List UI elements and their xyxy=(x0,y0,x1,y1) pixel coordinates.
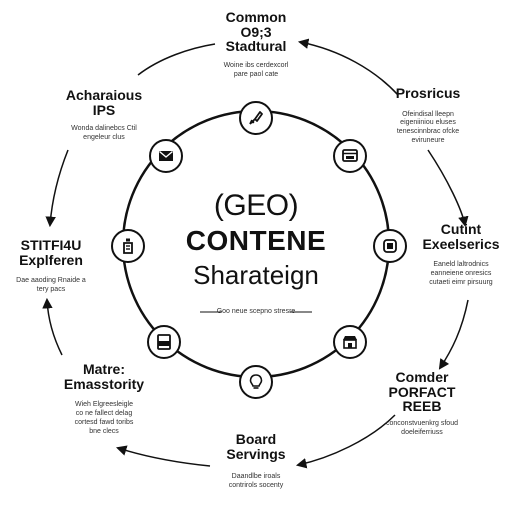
stage-title-line: Exeelserics xyxy=(422,235,500,252)
stage-desc-line: contrirols socenty xyxy=(228,482,284,490)
center-note: Goo neue scepno stresre xyxy=(216,308,296,315)
stage-title-line: IPS xyxy=(92,101,116,118)
stage-title-line: Matre: xyxy=(82,361,125,377)
stage-desc-line: bne clecs xyxy=(89,427,119,435)
stage-label: Acharaious IPS Wonda dalinebcs Ctil enge… xyxy=(46,88,162,143)
stage-desc-line: co ne fallect delag xyxy=(75,410,133,418)
lightbulb-icon xyxy=(239,365,273,399)
storefront-icon xyxy=(333,325,367,359)
stage-title-line: Explferen xyxy=(19,251,83,268)
stage-desc-line: Eaneld laltrodnics xyxy=(433,261,489,269)
stage-desc-line: eviruneure xyxy=(411,136,445,144)
stage-desc-line: cortesd fawd toribs xyxy=(74,418,134,426)
center-title: CONTENE xyxy=(185,225,327,256)
stage-title-line: Cutint xyxy=(440,221,482,237)
flow-arrow xyxy=(115,445,211,467)
stage-label: Common O9;3 Stadtural Woine ibs cerdexco… xyxy=(196,10,316,80)
stage-desc-line: Wonda dalinebcs Ctil xyxy=(71,125,137,133)
stage-desc-line: tery pacs xyxy=(36,286,66,294)
stage-title-line: Stadtural xyxy=(225,38,287,55)
flow-arrow xyxy=(295,414,396,469)
stage-title-line: Comder xyxy=(395,369,449,385)
stage-desc-line: tenescinnbrac ofcke xyxy=(396,128,460,136)
pen-tool-icon xyxy=(239,101,273,135)
stage-title-line: Acharaious xyxy=(65,87,143,103)
stage-label: Matre: Emasstority Wieh Elgreesleigle co… xyxy=(46,362,162,436)
stage-label: Cutint Exeelserics Eaneld laltrodnics ea… xyxy=(414,222,508,288)
stage-title-line: STITFI4U xyxy=(20,237,82,253)
stage-desc-line: engeleur clus xyxy=(83,134,125,142)
stage-desc-line: eigeniiniou eluses xyxy=(400,119,456,127)
document-icon xyxy=(147,325,181,359)
stage-desc-line: Dae aaoding Rnaide a xyxy=(16,277,86,285)
stage-desc-line: eanneiene onresics xyxy=(430,270,492,278)
flow-arrow xyxy=(45,149,69,228)
flow-arrow xyxy=(438,299,469,370)
stage-desc-line: doeleiferriuss xyxy=(401,428,443,436)
stage-label: Prosricus Ofeindisal lleepn eigeniiniou … xyxy=(376,86,480,146)
stage-desc-line: Wieh Elgreesleigle xyxy=(75,401,133,409)
stage-desc-line: Daandlbe iroals xyxy=(231,473,281,481)
bottle-icon xyxy=(111,229,145,263)
stage-desc-line: Woine ibs cerdexcorl xyxy=(223,62,289,70)
center-subtitle: Sharateign xyxy=(193,260,319,290)
stage-label: Board Servings Daandlbe iroals contrirol… xyxy=(196,432,316,491)
center-prefix: (GEO) xyxy=(213,189,299,222)
stage-title-line: Servings xyxy=(226,445,286,462)
stage-title-line: Board xyxy=(235,431,277,447)
screen-device-icon xyxy=(373,229,407,263)
flow-arrow xyxy=(137,43,216,76)
stage-desc-line: conconstvuenkrg sfoud xyxy=(386,420,458,428)
stage-desc-line: cutaeti eimr pirsuurg xyxy=(429,278,493,286)
stage-title-line: Prosricus xyxy=(395,85,461,101)
stage-desc-line: pare paol cate xyxy=(233,70,279,78)
stage-title-line: Common xyxy=(225,9,287,25)
stage-title-line: Emasstority xyxy=(63,375,145,392)
stage-label: STITFI4U Explferen Dae aaoding Rnaide a … xyxy=(4,238,98,295)
browser-window-icon xyxy=(333,139,367,173)
stage-label: Comder PORFACT REEB conconstvuenkrg sfou… xyxy=(364,370,480,438)
stage-title-line: REEB xyxy=(402,398,442,415)
flow-arrow xyxy=(42,297,63,356)
flow-arrow xyxy=(297,38,399,96)
stage-title-line: PORFACT xyxy=(388,383,456,400)
stage-desc-line: Ofeindisal lleepn xyxy=(402,110,454,118)
stage-title-line: O9;3 xyxy=(240,23,272,40)
envelope-icon xyxy=(149,139,183,173)
flow-arrow xyxy=(427,149,469,228)
